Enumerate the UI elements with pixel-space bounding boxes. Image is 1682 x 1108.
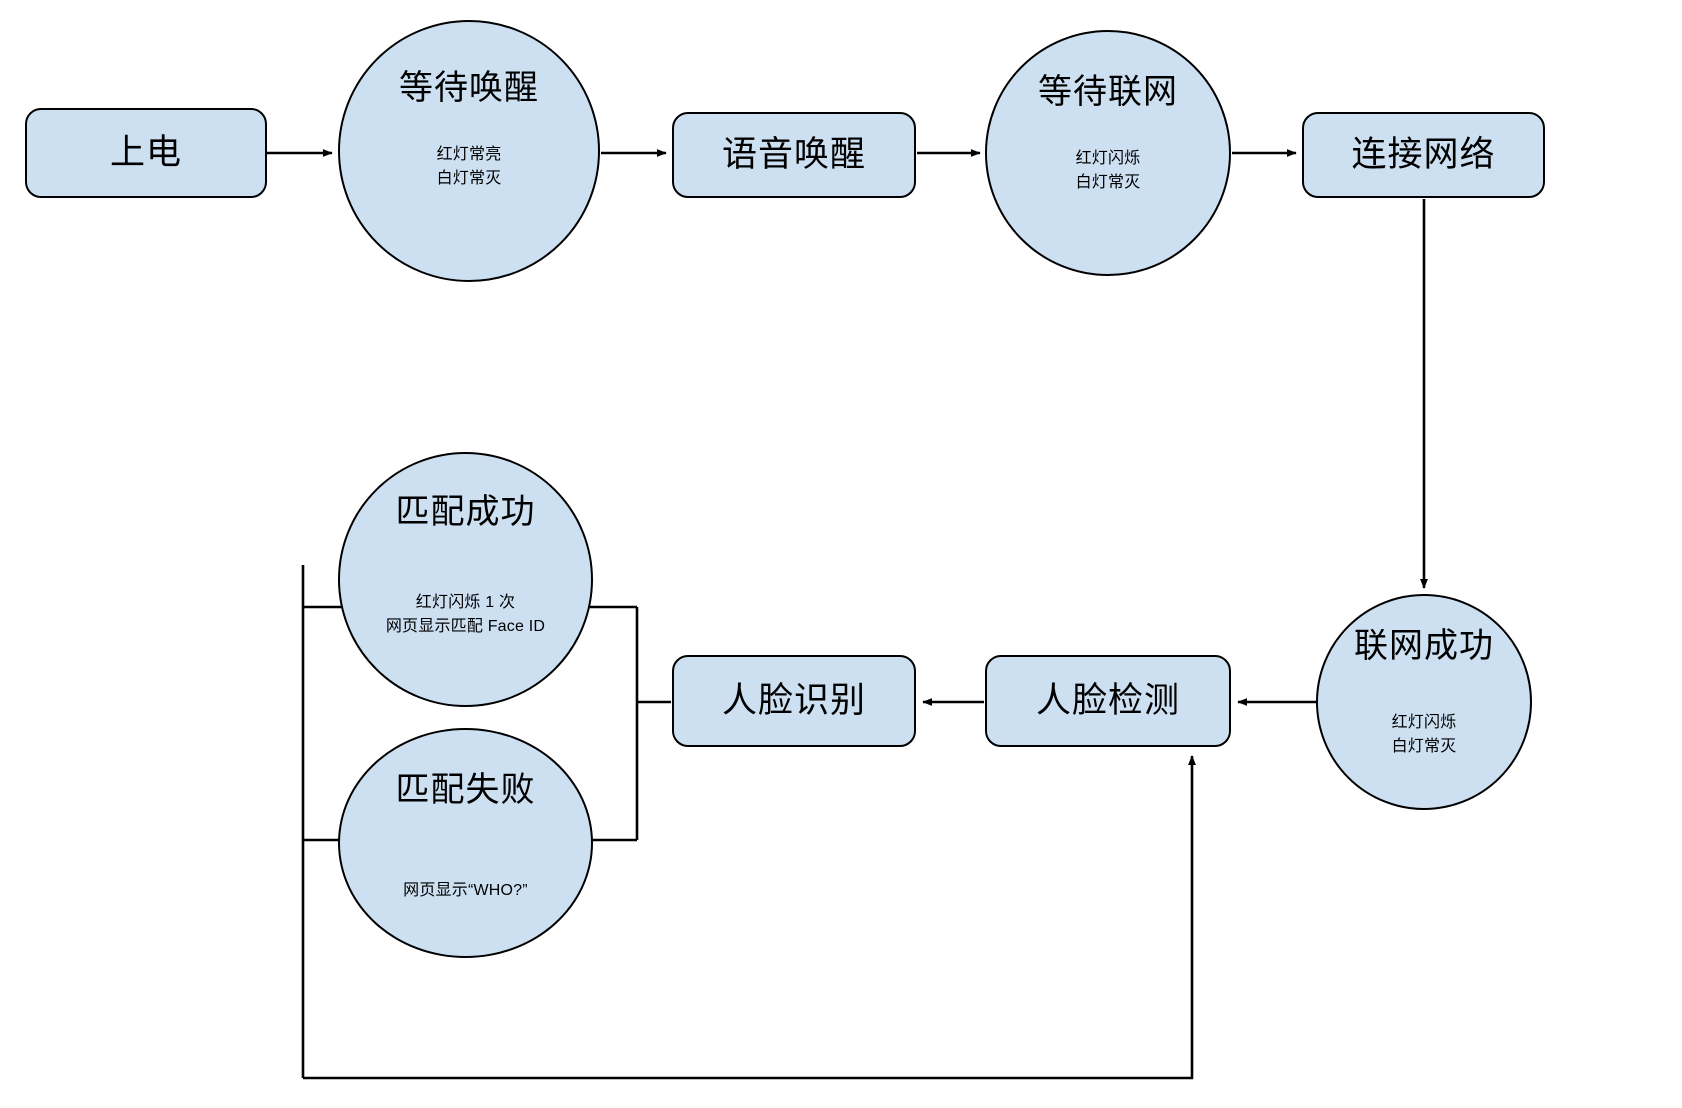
node-wait-net-title: 等待联网 — [1038, 73, 1178, 111]
node-wait-net-sub: 红灯闪烁 白灯常灭 — [1075, 150, 1141, 191]
node-face-recog-title: 人脸识别 — [721, 680, 866, 720]
node-power[interactable]: 上电 — [25, 108, 267, 198]
node-connect-net-title: 连接网络 — [1351, 134, 1496, 174]
node-wait-net[interactable]: 等待联网 红灯闪烁 白灯常灭 — [985, 30, 1231, 276]
node-wait-wake-title: 等待唤醒 — [399, 69, 539, 107]
node-match-fail-sub: 网页显示“WHO?” — [403, 882, 528, 900]
node-voice-wake-title: 语音唤醒 — [721, 134, 866, 174]
edge-face-recog-split-bracket — [635, 607, 671, 840]
node-power-title: 上电 — [109, 132, 182, 172]
node-net-ok-title: 联网成功 — [1354, 627, 1494, 665]
node-net-ok[interactable]: 联网成功 红灯闪烁 白灯常灭 — [1316, 594, 1532, 810]
node-wait-wake-sub: 红灯常亮 白灯常灭 — [436, 146, 502, 187]
node-voice-wake[interactable]: 语音唤醒 — [672, 112, 916, 198]
node-match-fail[interactable]: 匹配失败 网页显示“WHO?” — [338, 728, 593, 958]
node-face-detect[interactable]: 人脸检测 — [985, 655, 1231, 747]
node-match-fail-title: 匹配失败 — [395, 771, 536, 809]
node-match-ok-sub: 红灯闪烁 1 次 网页显示匹配 Face ID — [385, 594, 546, 635]
node-match-ok[interactable]: 匹配成功 红灯闪烁 1 次 网页显示匹配 Face ID — [338, 452, 593, 707]
node-match-ok-title: 匹配成功 — [395, 493, 536, 531]
node-wait-wake[interactable]: 等待唤醒 红灯常亮 白灯常灭 — [338, 20, 600, 282]
node-face-recog[interactable]: 人脸识别 — [672, 655, 916, 747]
node-face-detect-title: 人脸检测 — [1035, 680, 1180, 720]
node-connect-net[interactable]: 连接网络 — [1302, 112, 1545, 198]
node-net-ok-sub: 红灯闪烁 白灯常灭 — [1391, 714, 1457, 755]
